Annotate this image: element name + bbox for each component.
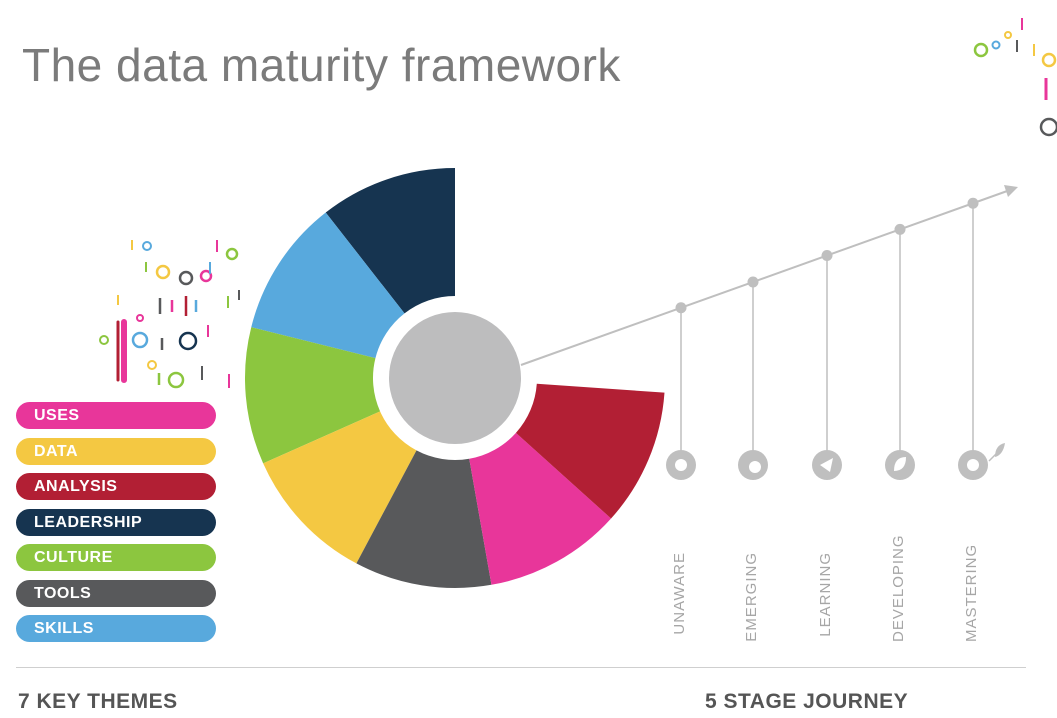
journey-arrow-line: [520, 189, 1011, 366]
stage-icon-emerging: [738, 450, 768, 480]
theme-wheel: [244, 168, 665, 588]
theme-pill-data: DATA: [16, 437, 216, 465]
stage-marker-dot: [967, 197, 979, 209]
stage-marker-dot: [675, 302, 687, 314]
footer-stages-label: 5 STAGE JOURNEY: [705, 690, 909, 713]
decorative-confetti-right: [973, 18, 1057, 137]
stage-label-emerging: EMERGING: [743, 552, 760, 642]
stage-journey: [520, 185, 1018, 480]
wheel-segment-tools: [356, 450, 492, 588]
stage-icon-learning: [812, 450, 842, 480]
wheel-hub: [389, 312, 521, 444]
stage-icon-unaware: [666, 450, 696, 480]
stage-label-unaware: UNAWARE: [671, 552, 688, 635]
stage-marker-dot: [747, 276, 759, 288]
wheel-segment-culture: [244, 327, 381, 464]
divider-line: [16, 667, 1026, 668]
decorative-confetti-left: [99, 240, 240, 389]
stage-icon-mastering: [958, 443, 1005, 480]
wheel-segment-skills: [251, 212, 405, 359]
theme-pill-culture: CULTURE: [16, 544, 216, 571]
theme-pill-analysis: ANALYSIS: [16, 473, 216, 500]
wheel-segment-analysis: [515, 383, 665, 519]
theme-pill-tools: TOOLS: [16, 579, 216, 607]
theme-pill-skills: SKILLS: [16, 615, 216, 642]
journey-arrowhead: [1004, 185, 1018, 197]
stage-label-developing: DEVELOPING: [890, 534, 907, 642]
stage-marker-dot: [821, 249, 833, 261]
wheel-segment-data: [263, 411, 417, 564]
footer-themes-label: 7 KEY THEMES: [18, 690, 178, 713]
page-title: The data maturity framework: [22, 39, 621, 91]
stage-label-mastering: MASTERING: [963, 543, 980, 642]
wheel-segment-leadership: [325, 168, 455, 314]
stage-icon-developing: [885, 450, 915, 480]
wheel-segment-uses: [469, 432, 612, 585]
theme-pill-leadership: LEADERSHIP: [16, 508, 216, 536]
stage-marker-dot: [894, 223, 906, 235]
stage-label-learning: LEARNING: [817, 552, 834, 637]
theme-pill-uses: USES: [16, 402, 216, 429]
